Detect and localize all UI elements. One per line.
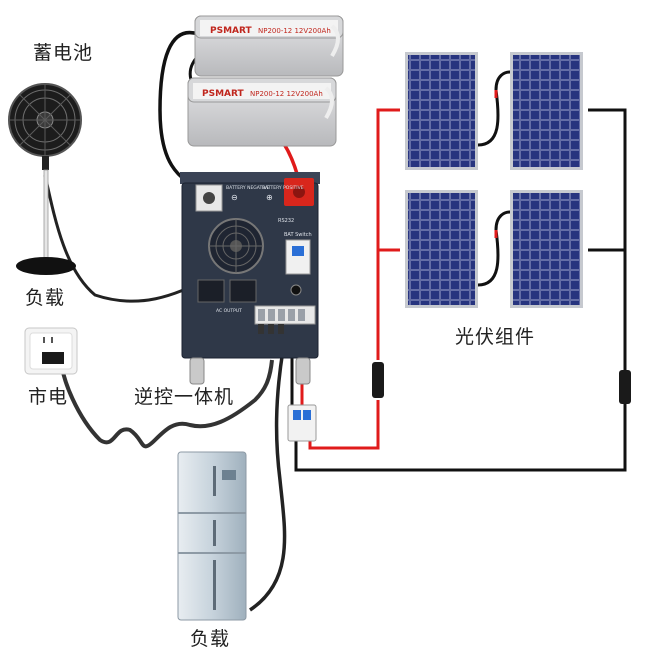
fan-cable bbox=[43, 174, 206, 303]
pv-positive-run bbox=[308, 108, 400, 450]
svg-text:⊕: ⊕ bbox=[266, 193, 273, 202]
battery-negative-label: BATTERY NEGATIVE bbox=[226, 185, 270, 191]
refrigerator bbox=[177, 451, 247, 621]
fridge-cable bbox=[249, 349, 287, 612]
fan-load-label: 负载 bbox=[25, 287, 66, 309]
pv-panel-bottom-right bbox=[510, 190, 583, 308]
battery-model: NP200-12 12V200Ah bbox=[258, 27, 331, 35]
rs232-label: RS232 bbox=[278, 218, 294, 224]
fridge-load-label: 负载 bbox=[190, 628, 231, 650]
mc4-connector-left bbox=[372, 362, 384, 398]
svg-text:⊖: ⊖ bbox=[231, 193, 238, 202]
grid-label: 市电 bbox=[28, 386, 69, 408]
pv-negative-run bbox=[294, 108, 627, 472]
pv-panel-top-left bbox=[405, 52, 478, 170]
battery-top: PSMART NP200-12 12V200Ah bbox=[194, 15, 344, 77]
mc4-connector-right bbox=[619, 370, 631, 404]
pv-series-link-top bbox=[477, 70, 511, 147]
ac-output-label: AC OUTPUT bbox=[216, 308, 242, 314]
grid-cable bbox=[58, 349, 274, 449]
inverter-label: 逆控一体机 bbox=[134, 386, 235, 408]
battery-brand: PSMART bbox=[210, 26, 253, 36]
pv-series-link-bottom bbox=[477, 210, 511, 287]
pv-label: 光伏组件 bbox=[455, 326, 536, 348]
dc-breaker bbox=[287, 404, 317, 442]
pv-panel-bottom-left bbox=[405, 190, 478, 308]
battery-label: 蓄电池 bbox=[33, 42, 94, 64]
pv-panel-top-right bbox=[510, 52, 583, 170]
battery-positive-label: BATTERY POSITIVE bbox=[262, 185, 304, 191]
bat-switch-label: BAT Switch bbox=[284, 232, 312, 238]
inverter-unit: BATTERY NEGATIVE BATTERY POSITIVE ⊖ ⊕ RS… bbox=[180, 172, 320, 385]
wall-socket bbox=[24, 327, 78, 375]
standing-fan bbox=[8, 83, 82, 275]
battery-bottom: PSMART NP200-12 12V200Ah bbox=[187, 77, 337, 147]
battery-model: NP200-12 12V200Ah bbox=[250, 90, 323, 98]
battery-brand: PSMART bbox=[202, 89, 245, 99]
